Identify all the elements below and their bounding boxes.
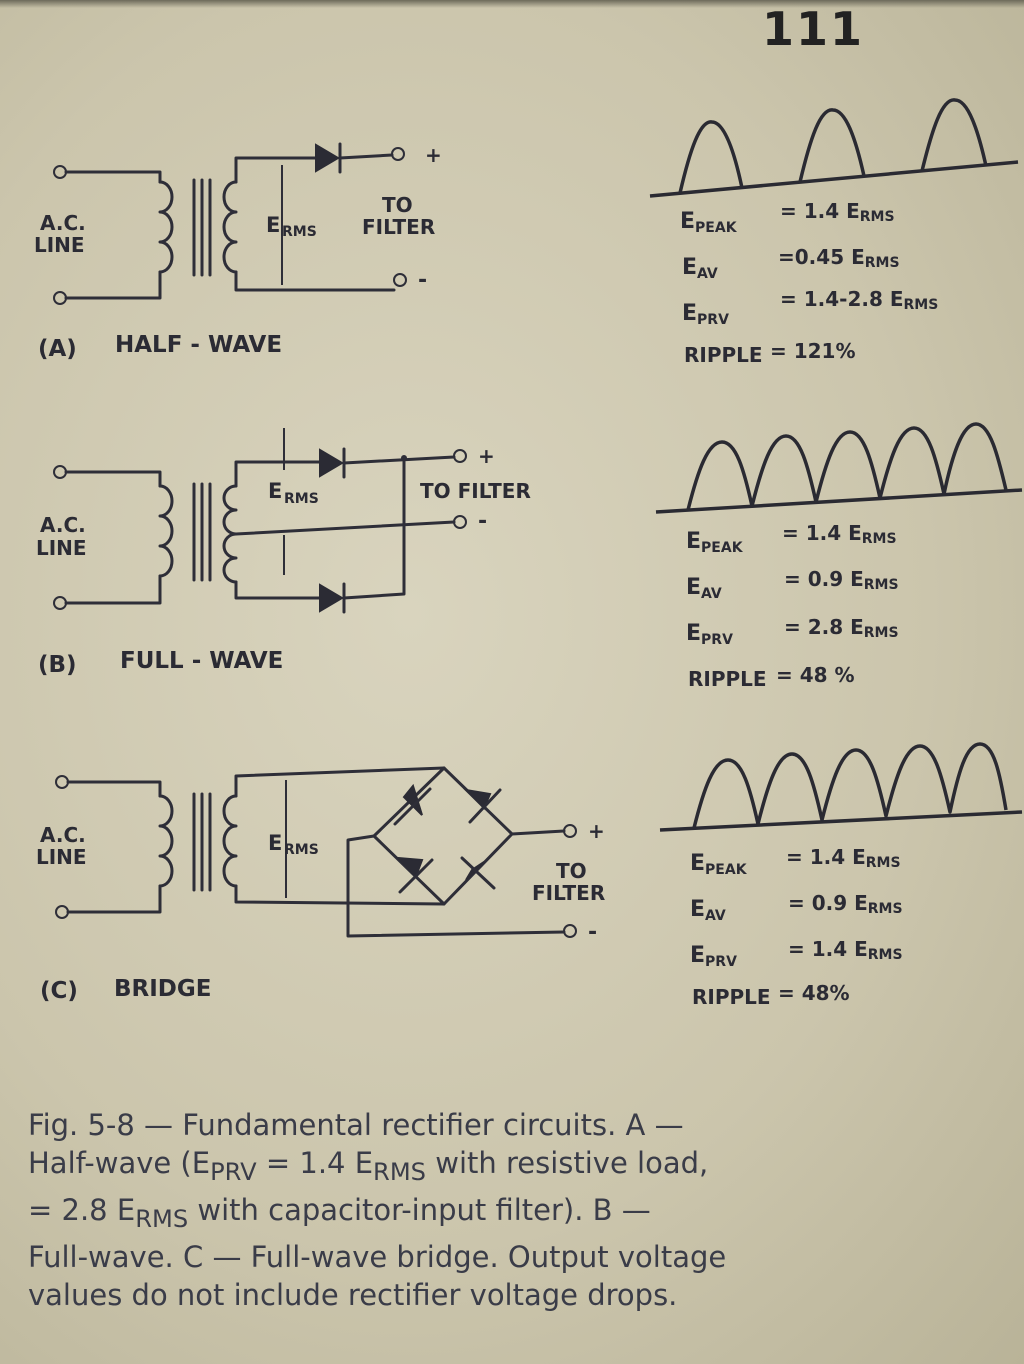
spec-symbol: EPEAK bbox=[686, 529, 744, 556]
erms-label: E bbox=[268, 831, 282, 855]
caption-line: values do not include rectifier voltage … bbox=[28, 1277, 678, 1312]
bridge-diamond bbox=[372, 766, 514, 906]
spec-symbol: EPRV bbox=[686, 621, 733, 648]
spec-value: = 121% bbox=[770, 339, 856, 363]
caption-line: Fig. 5-8 — Fundamental rectifier circuit… bbox=[28, 1108, 684, 1142]
diode bbox=[395, 856, 434, 894]
specs-bridge: EPEAK = 1.4 ERMS EAV = 0.9 ERMS EPRV = 1… bbox=[690, 845, 903, 1009]
ac-line-label: LINE bbox=[36, 845, 87, 869]
circuit-tag: (C) bbox=[40, 978, 78, 1004]
plus-label: + bbox=[425, 143, 442, 167]
waveform-half-wave bbox=[649, 98, 1019, 198]
circuit-tag: (B) bbox=[38, 652, 77, 678]
diode bbox=[315, 142, 342, 174]
ac-line-label: A.C. bbox=[40, 211, 86, 235]
spec-value: = 1.4 ERMS bbox=[782, 521, 897, 547]
to-filter-label: TO bbox=[382, 193, 413, 217]
spec-symbol: EPRV bbox=[682, 301, 729, 328]
spec-value: = 1.4 ERMS bbox=[786, 845, 901, 871]
spec-value: = 48 % bbox=[776, 663, 855, 687]
caption-line: Full-wave. C — Full-wave bridge. Output … bbox=[28, 1239, 727, 1274]
spec-value: = 0.9 ERMS bbox=[784, 567, 899, 593]
ac-line-label: A.C. bbox=[40, 823, 86, 847]
diode bbox=[319, 582, 346, 614]
caption-line: = 2.8 ERMS with capacitor-input filter).… bbox=[28, 1192, 651, 1233]
minus-label: - bbox=[588, 920, 597, 945]
circuit-tag: (A) bbox=[38, 336, 77, 362]
specs-half-wave: EPEAK = 1.4 ERMS EAV =0.45 ERMS EPRV = 1… bbox=[680, 199, 938, 367]
spec-symbol: EPEAK bbox=[690, 851, 748, 878]
spec-value: = 0.9 ERMS bbox=[788, 891, 903, 917]
to-filter-label: TO FILTER bbox=[420, 479, 531, 503]
circuit-name: BRIDGE bbox=[114, 976, 211, 1002]
diode bbox=[460, 856, 496, 890]
specs-full-wave: EPEAK = 1.4 ERMS EAV = 0.9 ERMS EPRV = 2… bbox=[686, 521, 899, 691]
spec-value: =0.45 ERMS bbox=[778, 245, 900, 271]
circuit-half-wave: + - A.C. LINE E RMS TO FILTER (A) HALF -… bbox=[34, 142, 442, 362]
circuit-bridge: + - A.C. LINE E RMS TO FILTER (C) BRIDGE bbox=[36, 766, 605, 1004]
spec-value: = 1.4 ERMS bbox=[780, 199, 895, 225]
spec-value: = 2.8 ERMS bbox=[784, 615, 899, 641]
ac-line-label: LINE bbox=[34, 233, 85, 257]
spec-symbol: EAV bbox=[690, 897, 726, 924]
diode bbox=[319, 447, 346, 479]
primary-winding bbox=[158, 794, 174, 888]
erms-label: RMS bbox=[284, 491, 319, 507]
figure-caption: Fig. 5-8 — Fundamental rectifier circuit… bbox=[28, 1106, 878, 1314]
diode bbox=[393, 783, 432, 826]
spec-symbol: EAV bbox=[686, 575, 722, 602]
spec-symbol: RIPPLE bbox=[688, 667, 767, 691]
terminal bbox=[53, 165, 67, 179]
rectifier-figure: + - A.C. LINE E RMS TO FILTER (A) HALF -… bbox=[34, 98, 1023, 1009]
spec-symbol: EPEAK bbox=[680, 209, 738, 236]
secondary-winding bbox=[222, 484, 238, 584]
plus-label: + bbox=[588, 819, 605, 843]
erms-label: E bbox=[266, 213, 280, 237]
primary-winding bbox=[158, 180, 174, 274]
waveform-bridge bbox=[659, 742, 1023, 832]
page-number: 111 bbox=[762, 2, 865, 56]
circuit-full-wave: + - A.C. LINE E RMS TO FILTER (B) FULL -… bbox=[36, 428, 531, 678]
primary-winding bbox=[158, 484, 174, 578]
secondary-winding bbox=[222, 794, 238, 888]
caption-line: Half-wave (EPRV = 1.4 ERMS with resistiv… bbox=[28, 1146, 709, 1186]
spec-value: = 1.4 ERMS bbox=[788, 937, 903, 963]
ac-line-label: LINE bbox=[36, 536, 87, 560]
erms-label: RMS bbox=[284, 842, 319, 858]
minus-label: - bbox=[418, 268, 427, 293]
to-filter-label: FILTER bbox=[362, 215, 435, 239]
spec-value: = 1.4-2.8 ERMS bbox=[780, 287, 938, 313]
to-filter-label: FILTER bbox=[532, 881, 605, 905]
ac-line-label: A.C. bbox=[40, 513, 86, 537]
page-top-edge bbox=[0, 0, 1024, 8]
spec-symbol: RIPPLE bbox=[684, 343, 763, 367]
circuit-name: FULL - WAVE bbox=[120, 648, 283, 674]
to-filter-label: TO bbox=[556, 859, 587, 883]
erms-label: RMS bbox=[282, 224, 317, 240]
spec-value: = 48% bbox=[778, 981, 850, 1005]
erms-label: E bbox=[268, 479, 282, 503]
plus-label: + bbox=[478, 444, 495, 468]
spec-symbol: RIPPLE bbox=[692, 985, 771, 1009]
secondary-winding bbox=[222, 180, 238, 274]
waveform-full-wave bbox=[655, 422, 1023, 514]
circuit-name: HALF - WAVE bbox=[115, 332, 282, 358]
minus-label: - bbox=[478, 509, 487, 534]
spec-symbol: EAV bbox=[682, 255, 718, 282]
terminal bbox=[53, 291, 67, 305]
spec-symbol: EPRV bbox=[690, 943, 737, 970]
diode bbox=[463, 788, 502, 824]
